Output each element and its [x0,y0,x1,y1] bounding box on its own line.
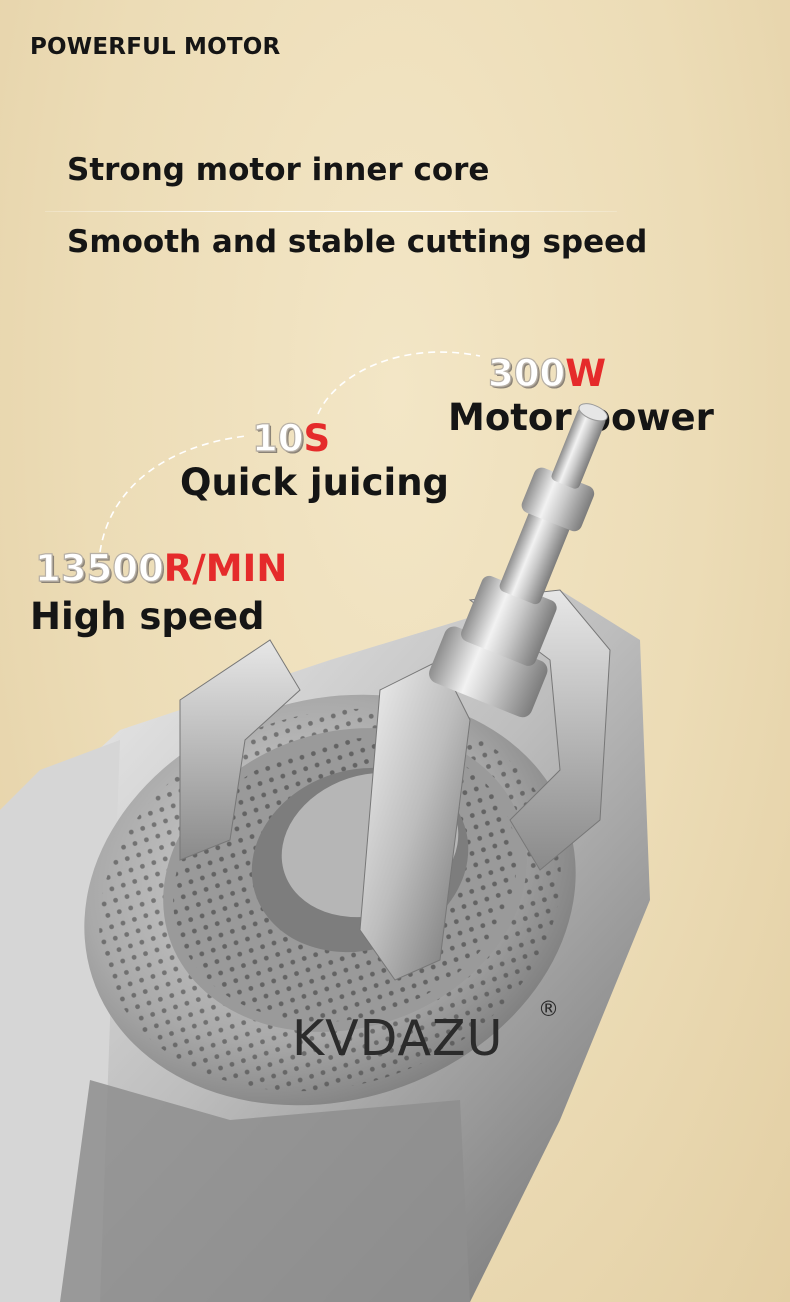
stat-speed-unit: R/MIN [163,547,288,590]
stat-power-number: 300 [487,351,566,395]
housing-shadow [60,1080,470,1302]
connector-curve-outer [317,351,481,415]
stat-time-unit: S [303,417,331,460]
stat-time-number: 10 [251,416,304,460]
stat-power-unit: W [565,352,607,395]
bracket-right [468,589,611,871]
stat-speed-value: 13500R/MIN [34,546,288,590]
feature-divider [45,211,617,212]
stat-speed-label: High speed [30,595,265,638]
page-title: POWERFUL MOTOR [30,34,281,60]
stat-speed-number: 13500 [34,546,164,590]
connector-curves [0,0,790,700]
feature-stable-speed: Smooth and stable cutting speed [67,224,648,260]
registered-mark: ® [538,997,559,1021]
bracket-left [179,639,301,861]
stat-time-label: Quick juicing [180,461,450,504]
connector-curve-inner [99,435,247,553]
feature-strong-core: Strong motor inner core [67,152,490,188]
stat-time-value: 10S [251,416,331,460]
stat-power-value: 300W [487,351,607,395]
brand-logo: KVDAZU [292,1010,504,1067]
motor-shaft [429,403,608,718]
